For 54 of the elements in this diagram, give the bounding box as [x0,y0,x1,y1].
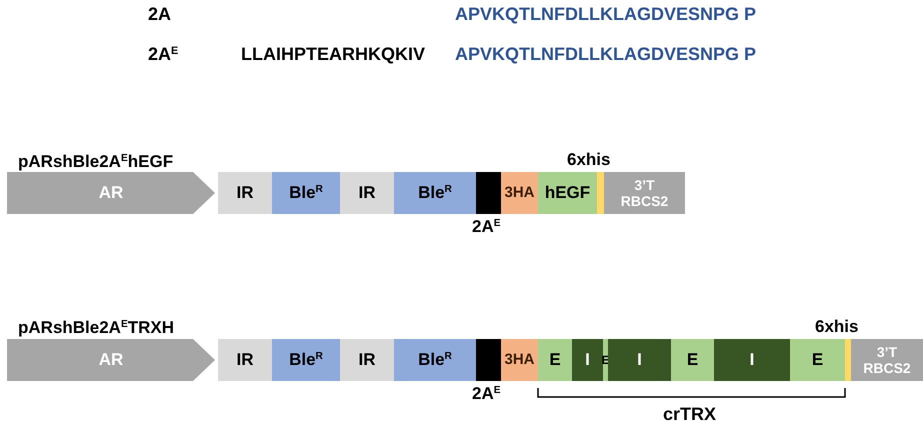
gene-segment [608,339,671,381]
segment-label: AR [98,352,124,368]
gene-segment [340,172,394,214]
segment-caption: 2A$^{E}$ [472,217,501,237]
sequence-name: 2A [148,4,172,25]
gene-segment [572,339,603,381]
segment-label: Ble$^{R}$ [418,352,452,368]
segment-label: 3HA [504,352,534,368]
gene-segment [394,339,476,381]
gene-segment [538,339,572,381]
segment-label: IR [358,352,376,368]
segment-label: I [585,352,590,368]
peptide-sequence: LLAIHPTEARHKQKIV [241,44,425,65]
gene-segment [538,172,597,214]
bracket-label: crTRX [663,404,716,425]
gene-segment [790,339,845,381]
peptide-sequence: APVKQTLNFDLLKLAGDVESNPG P [455,44,756,65]
construct-name: pARshBle2A$^{E}$TRXH [18,318,174,338]
segment-label: AR [98,185,124,201]
segment-label: E [812,352,824,368]
gene-segment [394,172,476,214]
segment-caption: 6xhis [567,150,610,170]
segment-label: IR [236,352,254,368]
segment-label: 3HA [504,185,534,201]
segment-label: E [686,352,698,368]
gene-segment [501,172,538,214]
segment-caption: 2A$^{E}$ [472,384,501,404]
gene-segment [272,339,340,381]
segment-caption: 6xhis [815,317,858,337]
gene-segment [218,172,272,214]
promoter-arrow [7,339,215,381]
gene-segment [851,339,923,381]
segment-label: I [637,352,642,368]
gene-segment [714,339,790,381]
gene-segment [671,339,714,381]
segment-label: Ble$^{R}$ [289,185,323,201]
peptide-sequence: APVKQTLNFDLLKLAGDVESNPG P [455,4,756,25]
gene-segment [604,172,685,214]
segment-label: I [750,352,754,368]
segment-label: IR [236,185,254,201]
gene-segment [272,172,340,214]
segment-label: 3’T RBCS2 [862,344,912,376]
segment-label: Ble$^{R}$ [289,352,323,368]
segment-label: hEGF [544,185,590,201]
construct-name: pARshBle2A$^{E}$hEGF [18,152,174,172]
promoter-arrow [7,172,215,214]
sequence-name: 2A$^{E}$ [148,44,178,65]
gene-segment [340,339,394,381]
segment-label: Ble$^{R}$ [418,185,452,201]
segment-label: 3’T RBCS2 [620,177,670,209]
segment-label: E [549,352,561,368]
gene-segment [501,339,538,381]
gene-segment [218,339,272,381]
segment-label: IR [358,185,376,201]
